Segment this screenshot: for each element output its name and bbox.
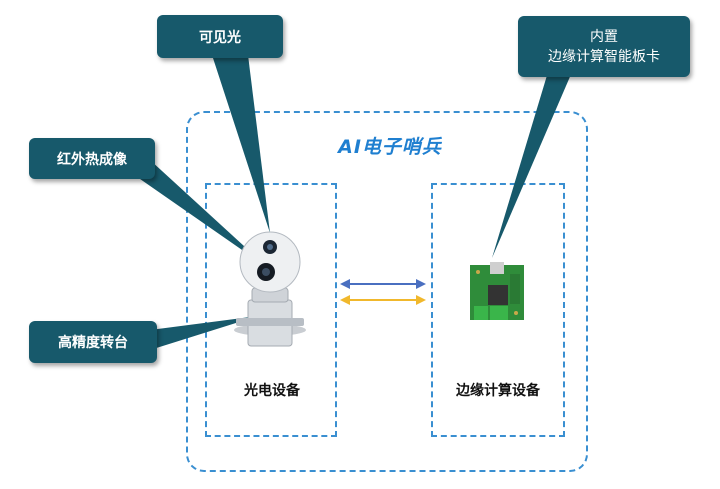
infrared-pointer	[130, 160, 268, 268]
optoelectronic-device-frame	[205, 183, 337, 437]
data-link-arrows	[340, 279, 426, 305]
circuit-board-icon	[470, 262, 524, 320]
ai-card-pointer	[492, 72, 572, 258]
turret-pointer	[150, 316, 258, 350]
infrared-callout: 红外热成像	[29, 138, 155, 179]
visible-light-pointer	[212, 55, 270, 233]
edge-computing-device-label: 边缘计算设备	[456, 383, 540, 399]
turret-callout: 高精度转台	[29, 321, 157, 363]
edge-computing-device-frame	[431, 183, 565, 437]
ai-card-callout: 内置 边缘计算智能板卡	[518, 16, 690, 77]
optoelectronic-device-label: 光电设备	[244, 383, 300, 399]
diagram-title: AI电子哨兵	[338, 136, 442, 158]
ai-sentinel-frame	[186, 111, 588, 472]
ai-card-callout-line2: 边缘计算智能板卡	[548, 48, 660, 65]
visible-light-callout: 可见光	[157, 15, 283, 58]
ai-card-callout-line1: 内置	[590, 28, 618, 45]
camera-turret-icon	[234, 231, 306, 347]
